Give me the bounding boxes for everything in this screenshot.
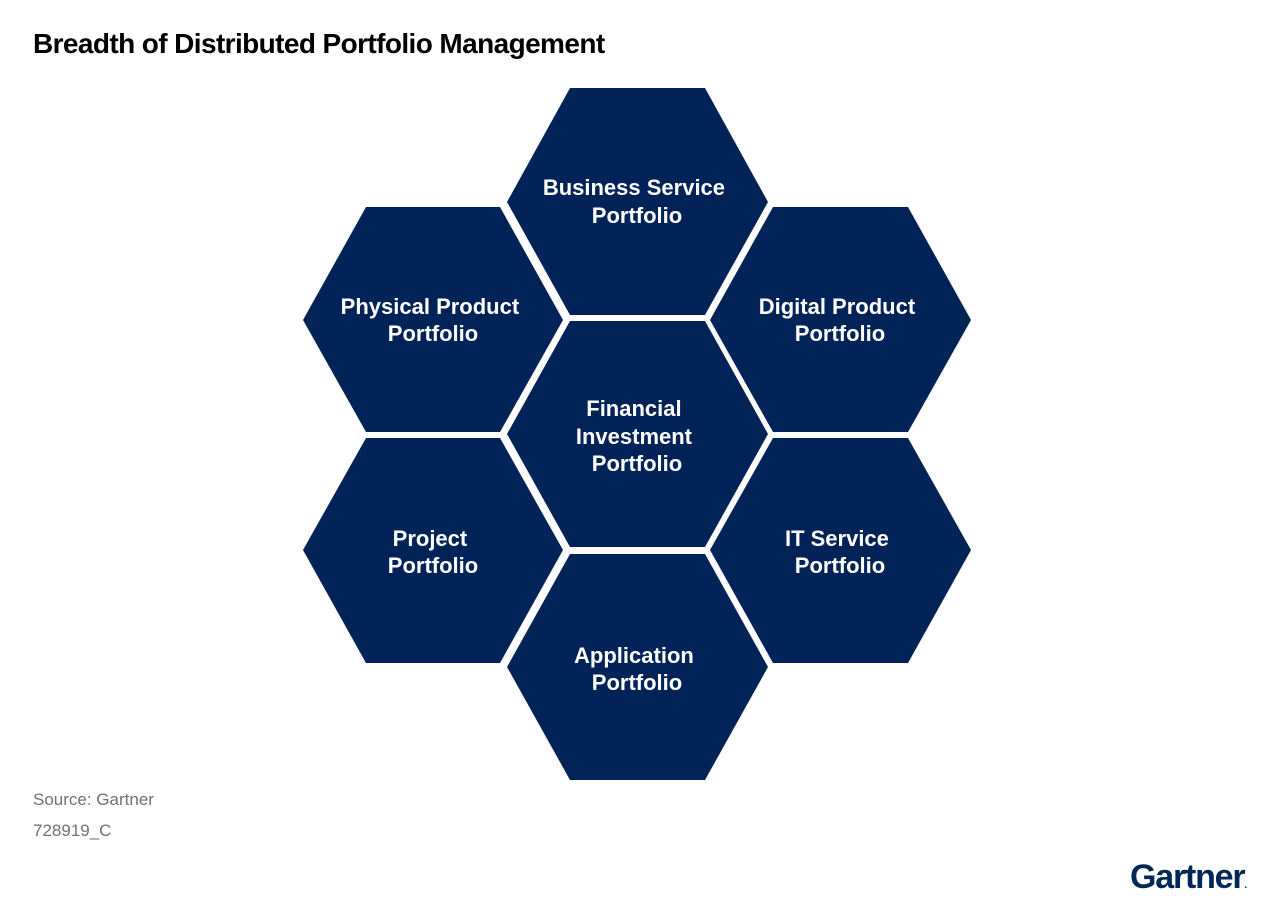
svg-text:Digital Product Portfoli: Digital Product Portfolio [759, 294, 922, 346]
hexagon-label-line: IT Service [785, 526, 889, 551]
svg-text:IT Service Portfolio: IT Service Portfolio [785, 526, 895, 578]
document-id: 728919_C [33, 821, 112, 840]
logo-mark: . [1244, 880, 1248, 891]
hexagon-physical-product: Physical Product Portfolio [303, 207, 563, 432]
hexagon-label-line: Portfolio [795, 553, 885, 578]
hexagon-label-line: Application [574, 643, 694, 668]
hexagon-label-line: Portfolio [388, 553, 478, 578]
hexagon-label-line: Investment [576, 424, 693, 449]
hexagon-digital-product: Digital Product Portfolio [710, 207, 971, 432]
hexagon-label-line: Portfolio [592, 203, 682, 228]
hexagon-business-service: Business Service Portfolio [507, 88, 768, 315]
hexagon-label-line: Portfolio [592, 670, 682, 695]
svg-text:Physical Product Portfol: Physical Product Portfolio [341, 294, 526, 346]
hexagon-label-line: Portfolio [388, 321, 478, 346]
svg-text:Application Portfolio: Application Portfolio [574, 643, 700, 695]
svg-text:Project Portfolio: Project Portfolio [388, 526, 478, 578]
logo-wordmark: Gartner [1130, 858, 1246, 896]
hexagon-label-line: Digital Product [759, 294, 916, 319]
gartner-logo: Gartner. [1130, 858, 1247, 897]
hexagon-label-line: Project [393, 526, 468, 551]
page-title: Breadth of Distributed Portfolio Managem… [33, 28, 605, 59]
hexagon-label-line: Portfolio [795, 321, 885, 346]
hexagon-application: Application Portfolio [507, 554, 768, 780]
hexagon-label-line: Portfolio [592, 451, 682, 476]
hexagon-project: Project Portfolio [303, 438, 563, 663]
hexagon-label-line: Financial [586, 396, 681, 421]
source-note: Source: Gartner [33, 790, 154, 809]
hexagon-it-service: IT Service Portfolio [710, 438, 971, 663]
hexagon-label-line: Physical Product [341, 294, 520, 319]
svg-text:Business Service Portfol: Business Service Portfolio [543, 175, 731, 228]
hexagon-label-line: Business Service [543, 175, 725, 200]
hexagon-financial-investment: Financial Investment Portfolio [507, 321, 768, 547]
svg-text:Financial Investment: Financial Investment Portfolio [576, 396, 698, 476]
